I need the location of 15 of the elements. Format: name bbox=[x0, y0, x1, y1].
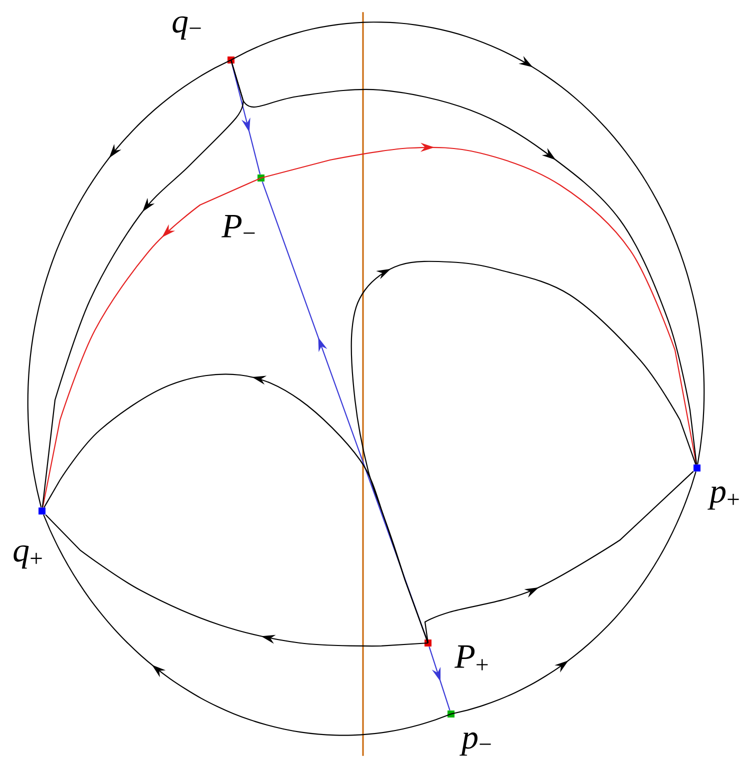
point-label: P$_{−}$ bbox=[221, 215, 255, 238]
trajectory bbox=[450, 472, 696, 715]
trajectory bbox=[45, 514, 428, 647]
trajectory bbox=[43, 514, 452, 736]
trajectory bbox=[424, 471, 694, 644]
point-label: q$_{+}$ bbox=[14, 545, 42, 569]
trajectory bbox=[231, 64, 261, 174]
point-label: P$_{+}$ bbox=[454, 645, 488, 670]
trajectory bbox=[428, 646, 450, 710]
point-label: p$_{+}$ bbox=[708, 486, 739, 510]
trajectory bbox=[260, 142, 697, 464]
trajectory bbox=[42, 178, 262, 508]
trajectory bbox=[44, 374, 429, 644]
point-label: q$_{−}$ bbox=[172, 16, 201, 40]
point-label: p$_{−}$ bbox=[460, 732, 491, 756]
